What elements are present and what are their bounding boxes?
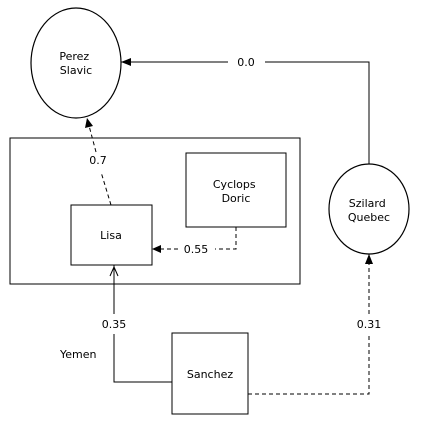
edge-lisa-to-perez-label: 0.7	[89, 154, 107, 167]
node-perez-shape	[30, 7, 122, 119]
node-lisa[interactable]: Lisa	[70, 204, 153, 266]
group-container	[9, 137, 301, 285]
node-perez-label: Perez Slavic	[59, 50, 92, 77]
edge-szilard-to-perez-arrow	[121, 58, 131, 66]
node-szilard-label: Szilard Quebec	[348, 197, 390, 224]
node-lisa-shape	[70, 204, 153, 266]
node-cyclops-label: Cyclops Doric	[213, 178, 259, 205]
node-sanchez-shape	[171, 332, 249, 415]
edge-sanchez-to-szilard-label: 0.31	[357, 318, 382, 331]
edge-szilard-to-perez[interactable]	[121, 61, 370, 164]
edge-cyclops-to-lisa-arrow	[152, 245, 161, 253]
edge-sanchez-to-szilard[interactable]	[248, 254, 370, 395]
label-yemen: Yemen	[59, 348, 97, 361]
node-szilard[interactable]: Szilard Quebec	[328, 163, 410, 255]
node-perez[interactable]: Perez Slavic	[30, 7, 122, 119]
edge-cyclops-to-lisa-label: 0.55	[184, 243, 209, 256]
node-sanchez[interactable]: Sanchez	[171, 332, 249, 415]
edge-sanchez-to-lisa-arrow	[109, 266, 119, 277]
node-cyclops[interactable]: Cyclops Doric	[185, 152, 287, 228]
edge-szilard-to-perez-label: 0.0	[237, 56, 255, 69]
edge-sanchez-to-lisa-label: 0.35	[102, 318, 127, 331]
edge-sanchez-to-lisa[interactable]	[113, 265, 172, 383]
edge-lisa-to-perez-arrow	[85, 118, 93, 128]
edge-sanchez-to-szilard-arrow	[365, 254, 373, 264]
node-sanchez-label: Sanchez	[187, 368, 233, 381]
node-lisa-label: Lisa	[100, 229, 122, 242]
